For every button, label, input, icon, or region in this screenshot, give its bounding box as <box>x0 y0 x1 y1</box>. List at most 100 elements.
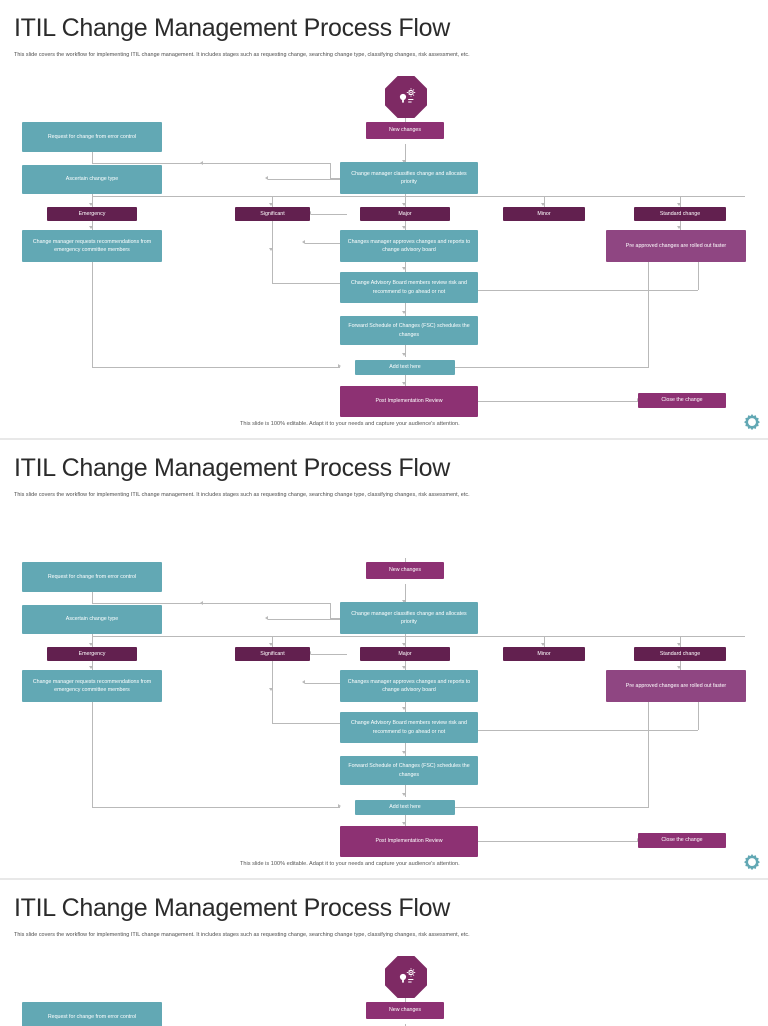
page-title: ITIL Change Management Process Flow <box>14 894 451 922</box>
arrow-down <box>89 643 94 646</box>
arrow-down <box>402 267 407 270</box>
node-standard-change[interactable]: Standard change <box>634 647 726 661</box>
node-significant[interactable]: Significant <box>235 207 310 221</box>
node-close-the-change[interactable]: Close the change <box>638 393 726 408</box>
node-preapproved-changes[interactable]: Pre approved changes are rolled out fast… <box>606 230 746 262</box>
connector <box>405 743 406 756</box>
node-change-manager-requests[interactable]: Change manager requests recommendations … <box>22 670 162 702</box>
node-new-changes[interactable]: New changes <box>366 1002 444 1019</box>
connector <box>92 221 93 230</box>
gear-icon[interactable] <box>741 412 763 434</box>
node-preapproved-changes[interactable]: Pre approved changes are rolled out fast… <box>606 670 746 702</box>
arrow-down <box>677 643 682 646</box>
connector <box>405 375 406 386</box>
connector <box>648 702 649 808</box>
connector <box>478 401 638 402</box>
node-major[interactable]: Major <box>360 207 450 221</box>
connector <box>544 196 545 207</box>
node-add-text-here[interactable]: Add text here <box>355 800 455 815</box>
connector <box>405 194 406 207</box>
connector <box>92 702 93 807</box>
node-changes-manager-approves[interactable]: Changes manager approves changes and rep… <box>340 670 478 702</box>
connector <box>92 196 745 197</box>
connector <box>92 603 330 604</box>
connector <box>92 636 745 637</box>
arrow-down <box>541 203 546 206</box>
arrow-down <box>402 311 407 314</box>
arrow-right <box>338 804 341 809</box>
connector <box>405 785 406 797</box>
connector <box>405 221 406 230</box>
arrow-down <box>677 666 682 669</box>
arrow-down <box>269 643 274 646</box>
node-post-implementation-review[interactable]: Post Implementation Review <box>340 826 478 857</box>
connector <box>92 807 340 808</box>
node-new-changes[interactable]: New changes <box>366 562 444 579</box>
arrow-left <box>265 176 268 181</box>
node-change-manager-classifies[interactable]: Change manager classifies change and all… <box>340 162 478 194</box>
node-ascertain-change-type[interactable]: Ascertain change type <box>22 165 162 194</box>
connector <box>405 584 406 604</box>
connector <box>311 214 347 215</box>
page-title: ITIL Change Management Process Flow <box>14 14 451 42</box>
node-cab-members-review[interactable]: Change Advisory Board members review ris… <box>340 272 478 303</box>
connector <box>92 262 93 367</box>
connector <box>330 163 331 178</box>
connector <box>311 654 347 655</box>
connector <box>272 661 273 723</box>
node-emergency[interactable]: Emergency <box>47 647 137 661</box>
gear-icon[interactable] <box>741 852 763 874</box>
connector <box>405 815 406 826</box>
connector <box>305 243 340 244</box>
arrow-down <box>269 248 274 251</box>
connector <box>680 196 681 207</box>
connector <box>92 163 330 164</box>
node-request-for-change[interactable]: Request for change from error control <box>22 562 162 592</box>
node-standard-change[interactable]: Standard change <box>634 207 726 221</box>
lightbulb-gears-icon <box>385 76 427 118</box>
arrow-left <box>302 680 305 685</box>
arrow-down <box>402 203 407 206</box>
node-minor[interactable]: Minor <box>503 647 585 661</box>
node-changes-manager-approves[interactable]: Changes manager approves changes and rep… <box>340 230 478 262</box>
node-request-for-change[interactable]: Request for change from error control <box>22 1002 162 1026</box>
node-ascertain-change-type[interactable]: Ascertain change type <box>22 605 162 634</box>
slide-2: ITIL Change Management Process Flow This… <box>0 440 768 878</box>
connector <box>92 592 93 604</box>
arrow-down <box>402 751 407 754</box>
page-subtitle: This slide covers the workflow for imple… <box>14 52 470 58</box>
arrow-down <box>89 226 94 229</box>
arrow-down <box>541 643 546 646</box>
connector <box>272 723 340 724</box>
node-forward-schedule[interactable]: Forward Schedule of Changes (FSC) schedu… <box>340 316 478 345</box>
slide-1: ITIL Change Management Process Flow This… <box>0 0 768 438</box>
node-request-for-change[interactable]: Request for change from error control <box>22 122 162 152</box>
lightbulb-gears-icon <box>385 956 427 998</box>
node-forward-schedule[interactable]: Forward Schedule of Changes (FSC) schedu… <box>340 756 478 785</box>
connector <box>680 636 681 647</box>
arrow-down <box>269 203 274 206</box>
node-close-the-change[interactable]: Close the change <box>638 833 726 848</box>
connector <box>268 619 340 620</box>
connector <box>544 636 545 647</box>
node-significant[interactable]: Significant <box>235 647 310 661</box>
arrow-down <box>269 688 274 691</box>
node-new-changes[interactable]: New changes <box>366 122 444 139</box>
connector <box>680 221 681 230</box>
node-add-text-here[interactable]: Add text here <box>355 360 455 375</box>
connector <box>478 290 698 291</box>
node-major[interactable]: Major <box>360 647 450 661</box>
node-change-manager-classifies[interactable]: Change manager classifies change and all… <box>340 602 478 634</box>
connector <box>405 661 406 670</box>
connector <box>405 144 406 164</box>
arrow-right <box>338 364 341 369</box>
connector <box>432 367 648 368</box>
connector <box>272 221 273 283</box>
connector <box>305 683 340 684</box>
slide-3: ITIL Change Management Process Flow This… <box>0 880 768 1026</box>
node-post-implementation-review[interactable]: Post Implementation Review <box>340 386 478 417</box>
node-minor[interactable]: Minor <box>503 207 585 221</box>
node-change-manager-requests[interactable]: Change manager requests recommendations … <box>22 230 162 262</box>
node-emergency[interactable]: Emergency <box>47 207 137 221</box>
node-cab-members-review[interactable]: Change Advisory Board members review ris… <box>340 712 478 743</box>
